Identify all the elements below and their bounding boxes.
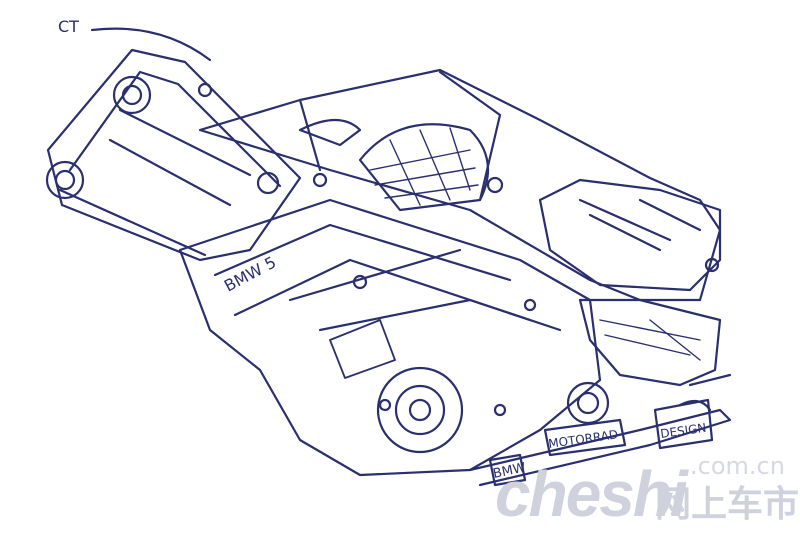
pivot-hole-upper (112, 75, 152, 115)
watermark-domain: .com.cn (690, 452, 785, 480)
frame-arm (46, 48, 302, 262)
watermark-cjk: 网上车市 (655, 484, 800, 525)
signature-text: CT (58, 17, 79, 36)
base-brand-label: BMW (492, 460, 528, 482)
watermark-latin: cheshi (495, 458, 688, 530)
crankcase (178, 198, 602, 477)
side-panel-lower (578, 298, 722, 387)
side-panel-upper (538, 178, 722, 292)
output-shaft (566, 381, 610, 425)
design-plate: DESIGN (659, 421, 707, 441)
pivot-hole-lower (45, 160, 85, 200)
cooling-dome (358, 123, 490, 212)
signature-stroke (90, 27, 212, 62)
clutch-cover (376, 366, 464, 454)
base-rail (468, 408, 732, 487)
